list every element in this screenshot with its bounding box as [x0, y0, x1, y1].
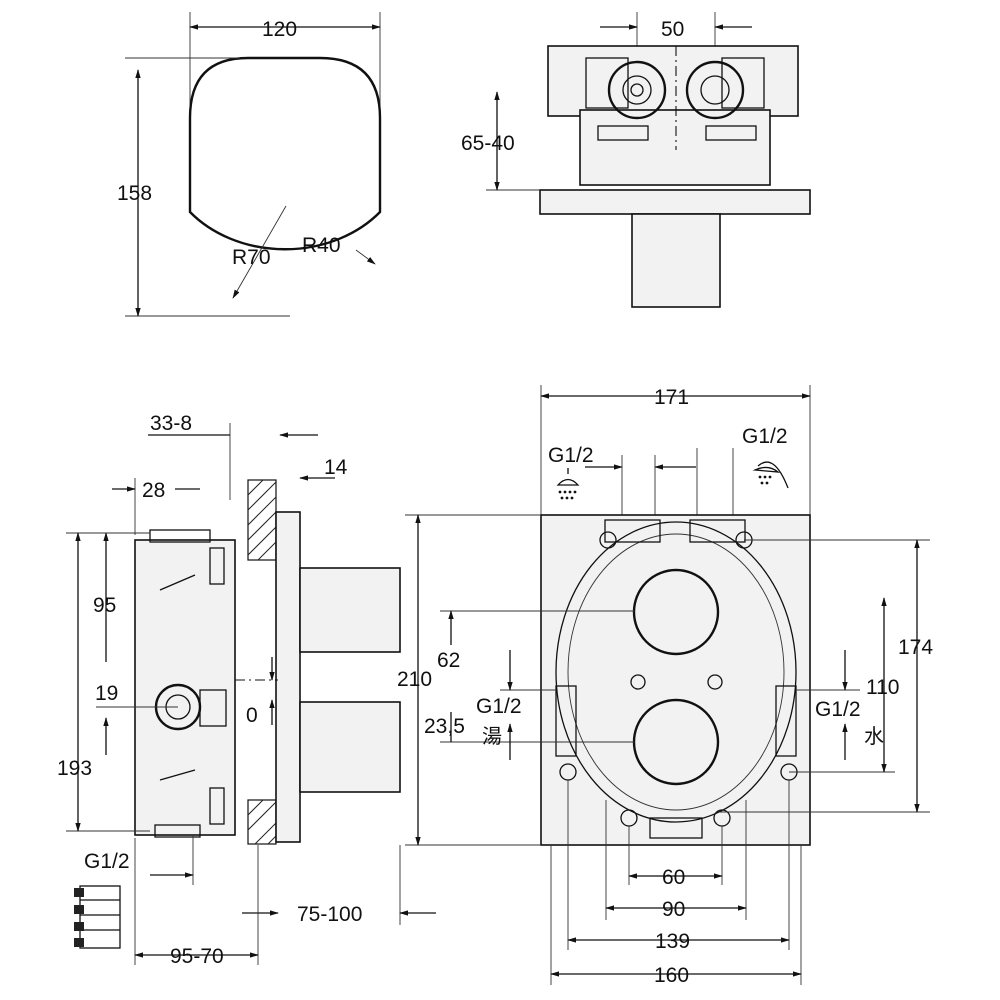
side-thread-label: G1/2: [84, 850, 130, 873]
body-dim-160: 160: [654, 964, 689, 987]
body-dim-110: 110: [866, 676, 899, 699]
side-dim-95-70: 95-70: [170, 945, 224, 968]
body-frame: [555, 521, 797, 823]
radius-small-label: R40: [302, 234, 341, 257]
wall-hatch: [247, 479, 277, 845]
side-dim-14: 14: [324, 456, 348, 479]
handle-stub: [631, 213, 721, 308]
side-dim-19: 19: [95, 682, 118, 705]
body-thread-left: G1/2: [476, 695, 522, 718]
body-thread-top-right: G1/2: [742, 425, 788, 448]
side-dim-193: 193: [57, 757, 92, 780]
side-cover-plate: [275, 511, 301, 843]
body-dim-90: 90: [662, 898, 685, 921]
body-thread-top-left: G1/2: [548, 444, 594, 467]
side-dim-33-8: 33-8: [150, 412, 192, 435]
shower-icon: [556, 468, 580, 500]
body-dim-139: 139: [655, 930, 690, 953]
body-width-171: 171: [654, 386, 689, 409]
side-dim-75-100: 75-100: [297, 903, 362, 926]
body-height-210: 210: [397, 668, 432, 691]
body-dim-23-5: 23,5: [424, 715, 465, 738]
front-view: 120 158 R70 R40: [117, 12, 382, 317]
top-spacing-label: 50: [661, 18, 684, 41]
side-dim-28: 28: [142, 479, 165, 502]
side-view: 33-8 14 28 95 19 0 193 G1/2: [57, 412, 436, 968]
side-dim-0: 0: [246, 704, 258, 727]
inlet-circle-right: [685, 60, 745, 120]
body-thread-right: G1/2: [815, 698, 861, 721]
mounting-plate: [539, 189, 811, 215]
upper-port: [632, 568, 720, 656]
side-dim-95: 95: [93, 594, 116, 617]
hot-label: 湯: [482, 724, 502, 748]
top-depth-label: 65-40: [461, 132, 515, 155]
body-plate: [540, 514, 811, 846]
body-dim-60: 60: [662, 866, 685, 889]
front-width-label: 120: [262, 18, 297, 41]
body-view: 171 G1/2 G1/2: [397, 385, 933, 987]
inlet-circle-left: [607, 60, 667, 120]
body-height-174: 174: [898, 636, 933, 659]
thread-symbol: [74, 885, 121, 949]
top-view: 50 65-40: [461, 12, 811, 308]
cold-label: 水: [864, 724, 884, 748]
hand-shower-icon: [752, 461, 789, 489]
body-dim-62: 62: [437, 649, 460, 672]
cover-plate-outline: [188, 56, 382, 251]
radius-large-label: R70: [232, 246, 271, 269]
side-handle-bottom: [299, 701, 401, 793]
valve-body-side: [134, 539, 236, 836]
side-handle-top: [299, 567, 401, 653]
front-height-label: 158: [117, 182, 152, 205]
